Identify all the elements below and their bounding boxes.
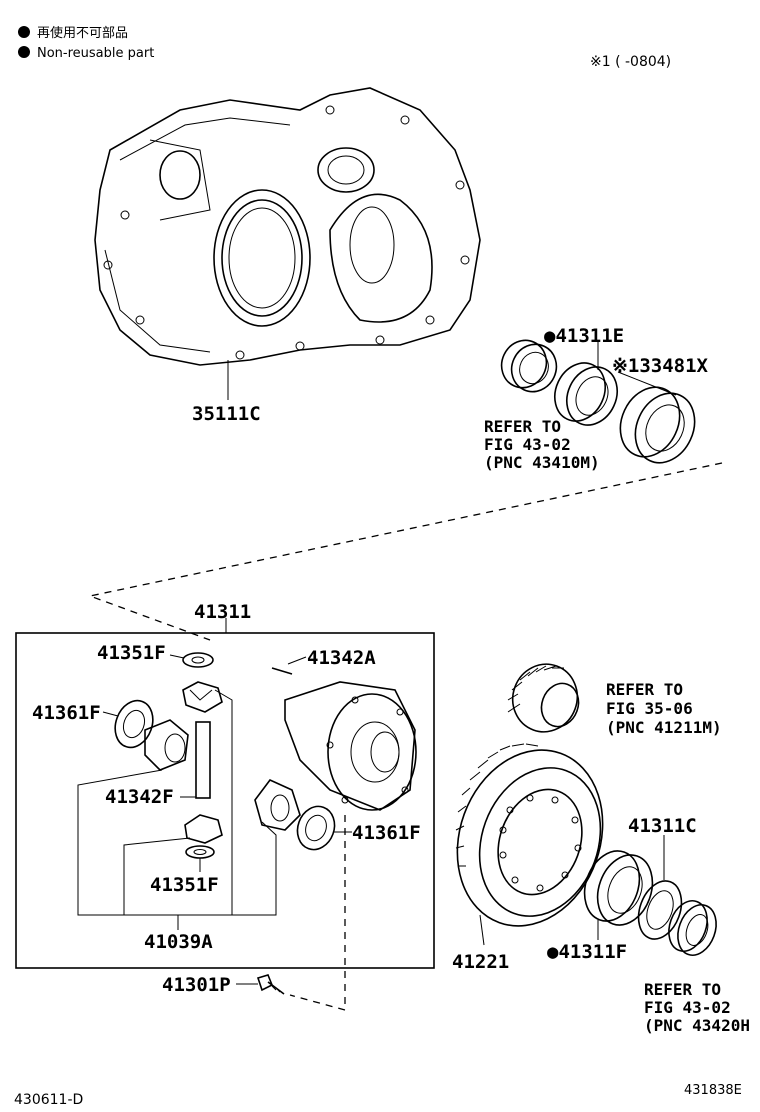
- bolt-41301p-drawing: [256, 974, 285, 995]
- outer-race-drawing: [668, 900, 717, 956]
- differential-group-box: [15, 632, 435, 969]
- ref1-line3: (PNC 43410M): [484, 453, 600, 472]
- pinion-gear-top-drawing: [182, 681, 223, 713]
- assembly-dashed-line: [87, 462, 723, 641]
- bracket-41039a-mid: [123, 837, 191, 915]
- bolt-dashed-line: [289, 815, 346, 1011]
- bearing-41311f-drawing: [583, 850, 654, 926]
- applicability-note: ※1 ( -0804): [590, 54, 671, 70]
- legend-bullet-en: [18, 46, 30, 58]
- side-gear-left-drawing: [144, 719, 189, 771]
- label-41311e: ●41311E: [544, 325, 624, 347]
- bracket-41039a-inner: [214, 689, 233, 915]
- ref-note-1: REFER TO FIG 43-02 (PNC 43410M): [484, 417, 600, 472]
- ref2-line3: (PNC 41211M): [606, 718, 722, 737]
- label-41301p: 41301P: [162, 974, 231, 996]
- differential-case-drawing: [284, 681, 417, 811]
- ref2-line1: REFER TO: [606, 680, 683, 699]
- bearing-33481x-drawing: [619, 386, 696, 464]
- label-41311c: 41311C: [628, 815, 697, 837]
- label-41311: 41311: [194, 601, 251, 623]
- pinion-shaft-drawing: [195, 721, 211, 799]
- label-41361f-left: 41361F: [32, 702, 101, 724]
- label-41361f-right: 41361F: [352, 822, 421, 844]
- legend-en: Non-reusable part: [37, 46, 154, 61]
- shim-41311c-drawing: [637, 880, 683, 940]
- leader-41342a: [287, 656, 307, 665]
- thrust-washer-41351f-top-drawing: [182, 652, 214, 668]
- legend-bullet-jp: [18, 26, 30, 38]
- transaxle-housing-drawing: [94, 87, 481, 366]
- ring-gear-41221-drawing: [455, 743, 604, 927]
- bracket-41039a-outer: [77, 769, 277, 916]
- label-41351f-top: 41351F: [97, 642, 166, 664]
- thrust-washer-41361f-right-drawing: [296, 805, 336, 851]
- leader-41221: [479, 914, 485, 946]
- thrust-washer-41351f-bottom-drawing: [185, 845, 215, 859]
- label-41221: 41221: [452, 951, 509, 973]
- ref-note-2: REFER TO FIG 35-06 (PNC 41211M): [606, 680, 722, 737]
- label-41342f: 41342F: [105, 786, 174, 808]
- footer-right-code: 431838E: [684, 1083, 742, 1098]
- label-33481x: ※133481X: [612, 355, 709, 377]
- oil-seal-drawing: [500, 339, 558, 393]
- label-41342a: 41342A: [307, 647, 376, 669]
- drive-pinion-gear-drawing: [507, 663, 580, 733]
- pinion-gear-bottom-drawing: [184, 814, 223, 844]
- ref2-line2: FIG 35-06: [606, 699, 693, 718]
- ref3-line3: (PNC 43420H: [644, 1016, 750, 1035]
- leader-41351f-top: [169, 654, 185, 659]
- label-41351f-bottom: 41351F: [150, 874, 219, 896]
- ref3-line2: FIG 43-02: [644, 998, 731, 1017]
- ref1-line1: REFER TO: [484, 417, 561, 436]
- ref3-line1: REFER TO: [644, 980, 721, 999]
- leader-33481x: [617, 371, 677, 396]
- bearing-41311e-drawing: [554, 362, 618, 426]
- label-35111c: 35111C: [192, 403, 261, 425]
- side-gear-right-drawing: [254, 779, 301, 831]
- ref-note-3: REFER TO FIG 43-02 (PNC 43420H: [644, 980, 750, 1035]
- leader-41361f-left: [102, 711, 119, 717]
- legend-jp: 再使用不可部品: [37, 25, 128, 41]
- pin-41342a-drawing: [271, 667, 293, 675]
- label-41311f: ●41311F: [547, 941, 627, 963]
- footer-left-code: 430611-D: [14, 1092, 83, 1108]
- label-41039a: 41039A: [144, 931, 213, 953]
- ref1-line2: FIG 43-02: [484, 435, 571, 454]
- thrust-washer-41361f-left-drawing: [114, 699, 154, 749]
